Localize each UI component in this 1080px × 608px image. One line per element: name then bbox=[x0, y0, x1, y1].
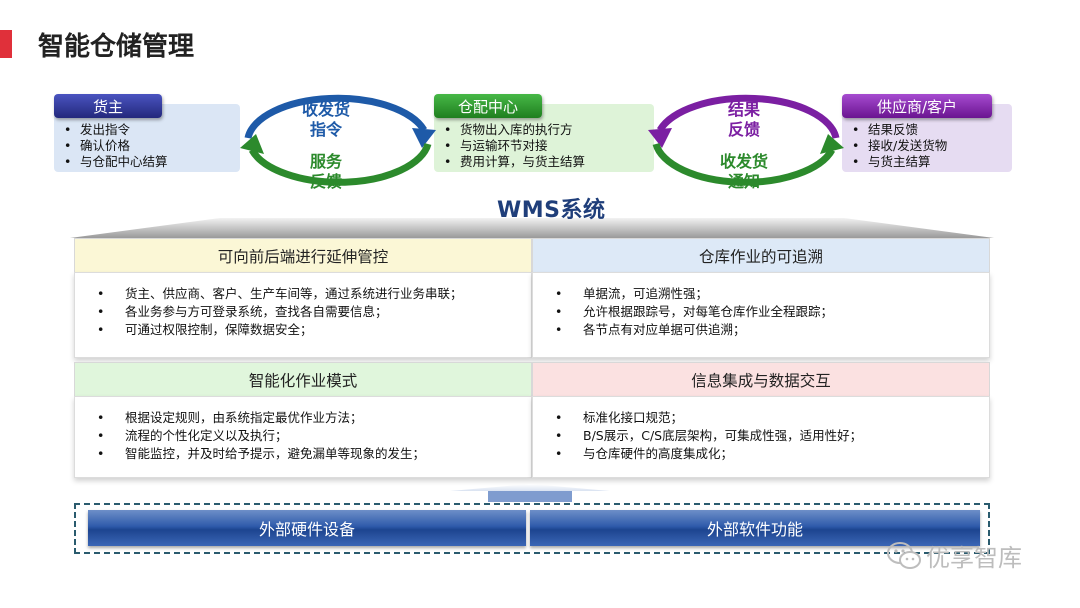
wms-system-title: WMS系统 bbox=[497, 198, 606, 223]
list-item: 货主、供应商、客户、生产车间等，通过系统进行业务串联； bbox=[75, 285, 531, 303]
left-cycle-bottom-arrow bbox=[248, 142, 432, 186]
owner-tab: 货主 bbox=[54, 94, 162, 118]
list-item: 与运输环节对接 bbox=[438, 138, 585, 154]
list-item: 标准化接口规范； bbox=[533, 409, 989, 427]
panel-title: 信息集成与数据交互 bbox=[691, 372, 831, 390]
watermark-text: 优享智库 bbox=[926, 544, 1022, 572]
list-item: 流程的个性化定义以及执行； bbox=[75, 427, 531, 445]
center-list: 货物出入库的执行方 与运输环节对接 费用计算，与货主结算 bbox=[438, 122, 585, 170]
panel-body-intelligent: 根据设定规则，由系统指定最优作业方法； 流程的个性化定义以及执行； 智能监控，并… bbox=[74, 396, 532, 478]
external-software-button[interactable]: 外部软件功能 bbox=[530, 510, 980, 546]
supplier-tab: 供应商/客户 bbox=[842, 94, 992, 118]
up-arrow-connector bbox=[450, 484, 610, 502]
right-cycle-top-arrow bbox=[656, 94, 840, 139]
list-item: 可通过权限控制，保障数据安全； bbox=[75, 321, 531, 339]
panel-title: 可向前后端进行延伸管控 bbox=[217, 248, 389, 266]
left-cycle-bottom-arrowhead bbox=[240, 134, 264, 154]
list-item: 接收/发送货物 bbox=[846, 138, 947, 154]
center-tab: 仓配中心 bbox=[434, 94, 542, 118]
panel-title: 仓库作业的可追溯 bbox=[698, 248, 823, 266]
left-cycle-bottom-label: 服务 反馈 bbox=[309, 152, 342, 191]
panel-head-integration: 信息集成与数据交互 bbox=[532, 362, 990, 398]
list-item: 允许根据跟踪号，对每笔仓库作业全程跟踪； bbox=[533, 303, 989, 321]
center-label: 仓配中心 bbox=[457, 97, 518, 116]
page-title: 智能仓储管理 bbox=[38, 32, 195, 62]
right-cycle-arrows bbox=[648, 94, 844, 186]
list-item: 结果反馈 bbox=[846, 122, 947, 138]
supplier-list: 结果反馈 接收/发送货物 与货主结算 bbox=[846, 122, 947, 170]
panel-title: 智能化作业模式 bbox=[248, 372, 358, 390]
title-accent-bar bbox=[0, 30, 12, 58]
panel-body-integration: 标准化接口规范； B/S展示，C/S底层架构，可集成性强，适用性好； 与仓库硬件… bbox=[532, 396, 990, 478]
left-cycle-top-arrow bbox=[244, 94, 428, 139]
panel-body-extension: 货主、供应商、客户、生产车间等，通过系统进行业务串联； 各业务参与方可登录系统，… bbox=[74, 272, 532, 358]
wms-roof bbox=[70, 218, 994, 238]
right-cycle-bottom-arrowhead bbox=[820, 134, 844, 154]
external-systems-frame bbox=[74, 503, 990, 554]
list-item: 单据流，可追溯性强； bbox=[533, 285, 989, 303]
list-item: 确认价格 bbox=[58, 138, 168, 154]
list-item: B/S展示，C/S底层架构，可集成性强，适用性好； bbox=[533, 427, 989, 445]
list-item: 与货主结算 bbox=[846, 154, 947, 170]
external-hardware-button[interactable]: 外部硬件设备 bbox=[88, 510, 526, 546]
external-hardware-label: 外部硬件设备 bbox=[258, 520, 355, 539]
right-cycle-bottom-label: 收发货 通知 bbox=[719, 152, 768, 191]
list-item: 与仓配中心结算 bbox=[58, 154, 168, 170]
right-cycle-top-label: 结果 反馈 bbox=[727, 100, 760, 139]
list-item: 各业务参与方可登录系统，查找各自需要信息； bbox=[75, 303, 531, 321]
external-software-label: 外部软件功能 bbox=[706, 520, 803, 539]
panel-head-traceability: 仓库作业的可追溯 bbox=[532, 238, 990, 274]
list-item: 智能监控，并及时给予提示，避免漏单等现象的发生； bbox=[75, 445, 531, 463]
left-cycle-top-label: 收发货 指令 bbox=[301, 100, 350, 139]
list-item: 费用计算，与货主结算 bbox=[438, 154, 585, 170]
watermark: 优享智库 bbox=[886, 538, 1022, 573]
panel-body-traceability: 单据流，可追溯性强； 允许根据跟踪号，对每笔仓库作业全程跟踪； 各节点有对应单据… bbox=[532, 272, 990, 358]
right-cycle-top-arrowhead bbox=[648, 128, 672, 148]
owner-list: 发出指令 确认价格 与仓配中心结算 bbox=[58, 122, 168, 170]
owner-label: 货主 bbox=[92, 97, 123, 116]
list-item: 各节点有对应单据可供追溯； bbox=[533, 321, 989, 339]
supplier-label: 供应商/客户 bbox=[876, 97, 958, 116]
list-item: 与仓库硬件的高度集成化； bbox=[533, 445, 989, 463]
list-item: 根据设定规则，由系统指定最优作业方法； bbox=[75, 409, 531, 427]
wechat-icon bbox=[887, 541, 921, 569]
list-item: 发出指令 bbox=[58, 122, 168, 138]
panel-head-intelligent: 智能化作业模式 bbox=[74, 362, 532, 398]
list-item: 货物出入库的执行方 bbox=[438, 122, 585, 138]
right-cycle-bottom-arrow bbox=[652, 142, 836, 186]
left-cycle-top-arrowhead bbox=[412, 128, 436, 148]
left-cycle-arrows bbox=[240, 94, 436, 186]
panel-head-extension: 可向前后端进行延伸管控 bbox=[74, 238, 532, 274]
